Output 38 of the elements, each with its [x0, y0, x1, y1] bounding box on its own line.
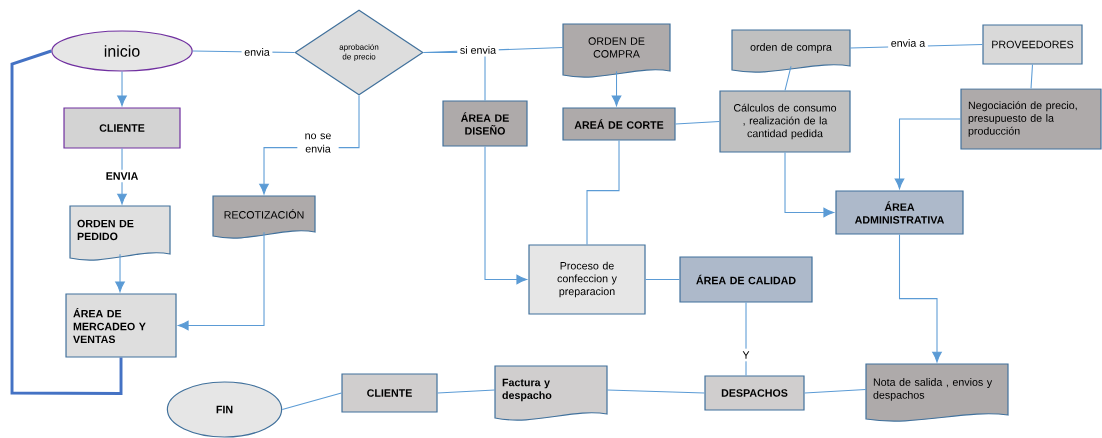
connector-line [745, 302, 747, 376]
arrow [177, 231, 265, 331]
connector-line [804, 388, 867, 394]
arrow [484, 146, 528, 285]
process-box: ÁREA DE CALIDAD [679, 256, 813, 303]
connector-line [675, 120, 720, 125]
connector-line [1030, 64, 1034, 89]
arrow [115, 253, 125, 293]
edge-label: ENVIA [103, 169, 141, 183]
edge-label: envia [241, 45, 273, 59]
arrow [117, 71, 127, 107]
edge-label: Y [739, 348, 753, 362]
connector-line [586, 140, 620, 245]
arrow [898, 234, 942, 363]
process-box: CLIENTE [63, 107, 181, 149]
connector-line [281, 392, 342, 411]
connector-line [437, 389, 496, 394]
process-box: DESPACHOS [704, 375, 805, 411]
edge-label: no se envia [297, 130, 339, 156]
process-box: ÁREA ADMINISTRATIVA [835, 190, 964, 235]
process-box: Cálculos de consumo , realización de la cantidad pedida [719, 90, 851, 153]
process-box: AREÁ DE CORTE [562, 107, 676, 141]
process-box: PROVEEDORES [982, 24, 1083, 65]
connector-line [606, 389, 705, 394]
process-box: ÁREA DE DISEÑO [442, 100, 528, 147]
arrow [117, 148, 127, 205]
process-box: Proceso de confeccion y preparacion [528, 244, 646, 315]
arrow [611, 70, 622, 107]
process-box: CLIENTE [341, 373, 438, 413]
process-box: Negociación de precio, presupuesto de la producción [960, 88, 1102, 150]
arrow [894, 118, 961, 190]
connector-line [10, 49, 123, 396]
connector-line [645, 278, 680, 281]
process-box: ÁREA DE MERCADEO Y VENTAS [65, 293, 177, 358]
edge-label: envia a [888, 36, 928, 50]
arrow [784, 152, 835, 218]
edge-label: si envia [457, 43, 499, 57]
connector-line [784, 65, 792, 91]
